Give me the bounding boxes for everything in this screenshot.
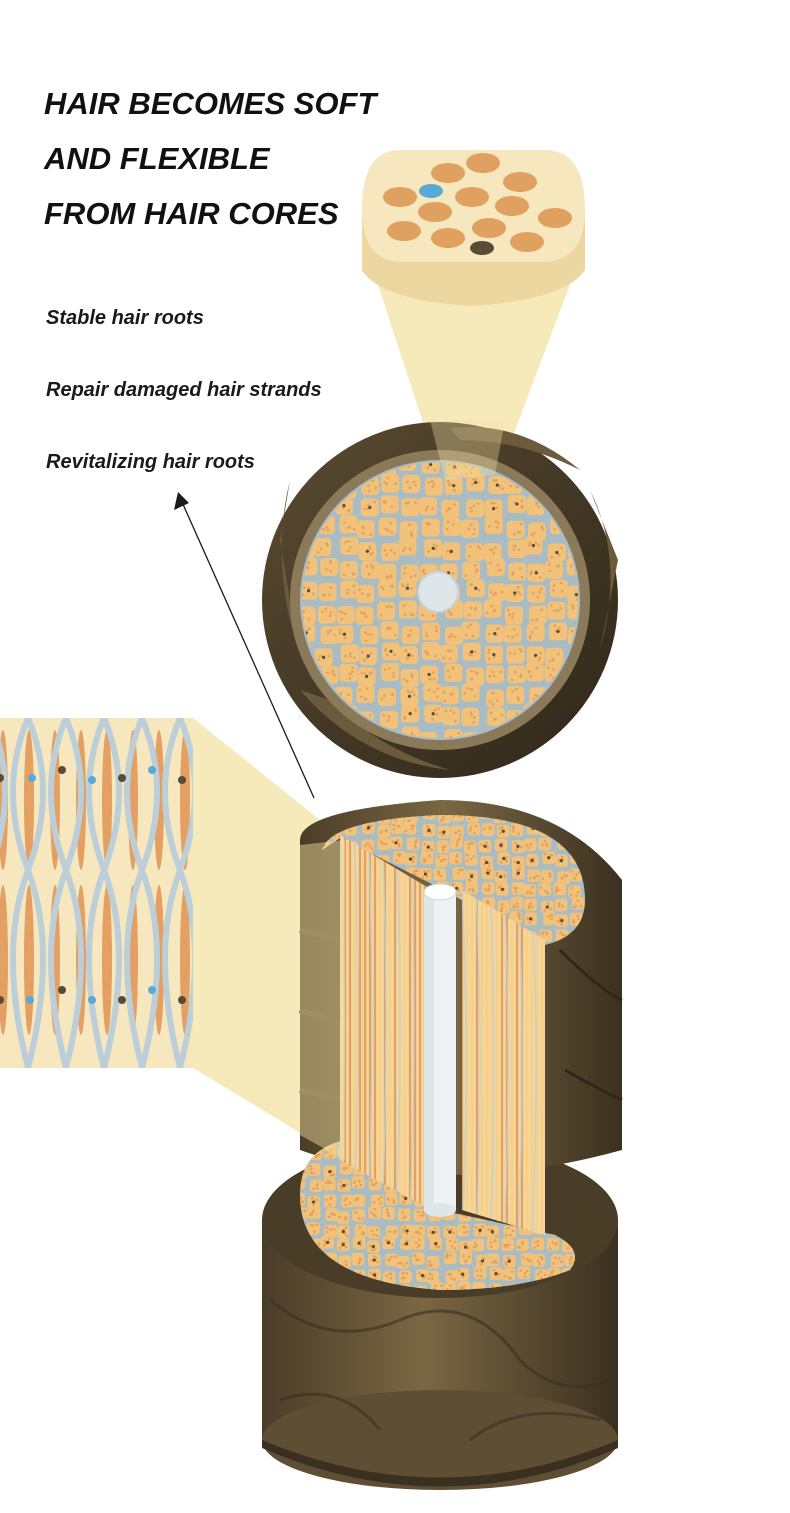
- headline-line-3: FROM HAIR CORES: [44, 196, 339, 231]
- zoom-cone-top: [365, 245, 585, 475]
- benefit-item-stable-roots: Stable hair roots: [46, 307, 204, 329]
- hair-cross-section-disc: [262, 422, 618, 778]
- benefit-item-revitalizing: Revitalizing hair roots: [46, 451, 255, 473]
- headline-line-1: HAIR BECOMES SOFT: [44, 86, 377, 121]
- fiber-longitudinal-detail: [0, 718, 193, 1068]
- headline-line-2: AND FLEXIBLE: [44, 141, 270, 176]
- headline: HAIR BECOMES SOFT AND FLEXIBLE FROM HAIR…: [44, 76, 376, 241]
- cortex-cell-cross-section: [362, 150, 585, 306]
- hair-shaft-cutaway: [262, 800, 623, 1490]
- pointer-arrow: [174, 492, 315, 799]
- benefit-list: Stable hair roots Repair damaged hair st…: [46, 300, 322, 516]
- benefit-item-repair-strands: Repair damaged hair strands: [46, 379, 322, 401]
